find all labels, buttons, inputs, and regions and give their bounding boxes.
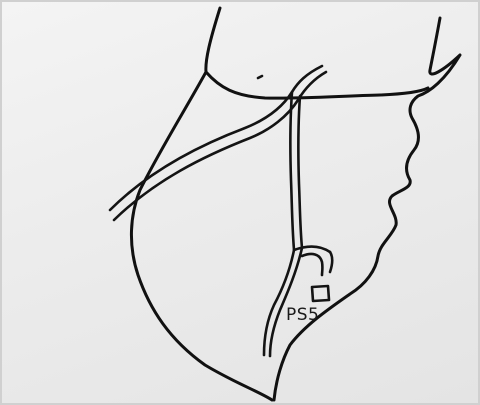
sketch-photo: PS5 <box>0 0 480 405</box>
photo-border <box>0 0 480 405</box>
